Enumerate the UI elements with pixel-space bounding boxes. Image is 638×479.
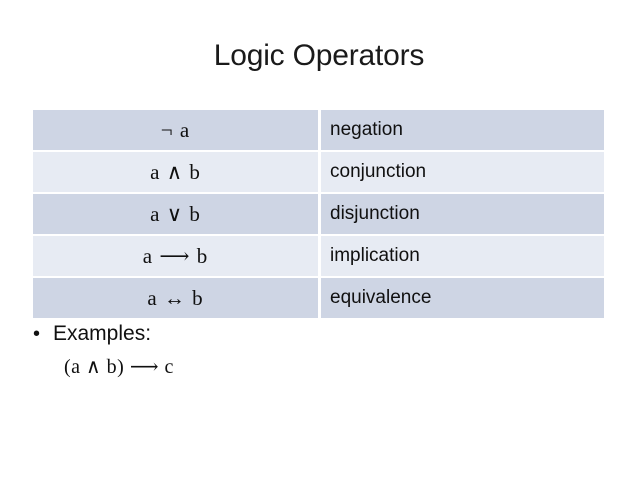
table-row: a ∧ b conjunction (33, 150, 604, 193)
operator-name-cell: equivalence (319, 276, 604, 318)
operator-expression-cell: a ⟶ b (33, 234, 321, 277)
page-title: Logic Operators (213, 39, 425, 72)
logic-operators-table: ¬ a negation a ∧ b conjunction a ∨ b dis… (33, 110, 604, 318)
operator-name-cell: conjunction (319, 150, 604, 193)
operator-expression-cell: a ↔ b (33, 276, 321, 318)
operator-name-cell: implication (319, 234, 604, 277)
table-row: a ∨ b disjunction (33, 192, 604, 235)
bullet-point-icon: • (33, 323, 41, 345)
operator-name-cell: disjunction (319, 192, 604, 235)
table-row: a ↔ b equivalence (33, 276, 604, 318)
operator-name-cell: negation (319, 110, 604, 151)
table-row: a ⟶ b implication (33, 234, 604, 277)
table-row: ¬ a negation (33, 110, 604, 151)
operator-expression-cell: a ∧ b (33, 150, 321, 193)
table-body: ¬ a negation a ∧ b conjunction a ∨ b dis… (33, 110, 604, 318)
operator-expression-cell: a ∨ b (33, 192, 321, 235)
bullet-label: Examples: (53, 322, 152, 345)
operator-expression-cell: ¬ a (33, 110, 321, 151)
example-formula: (a ∧ b) ⟶ c (64, 356, 174, 378)
examples-section: • Examples: (a ∧ b) ⟶ c (33, 320, 593, 380)
list-item: • Examples: (33, 320, 593, 348)
